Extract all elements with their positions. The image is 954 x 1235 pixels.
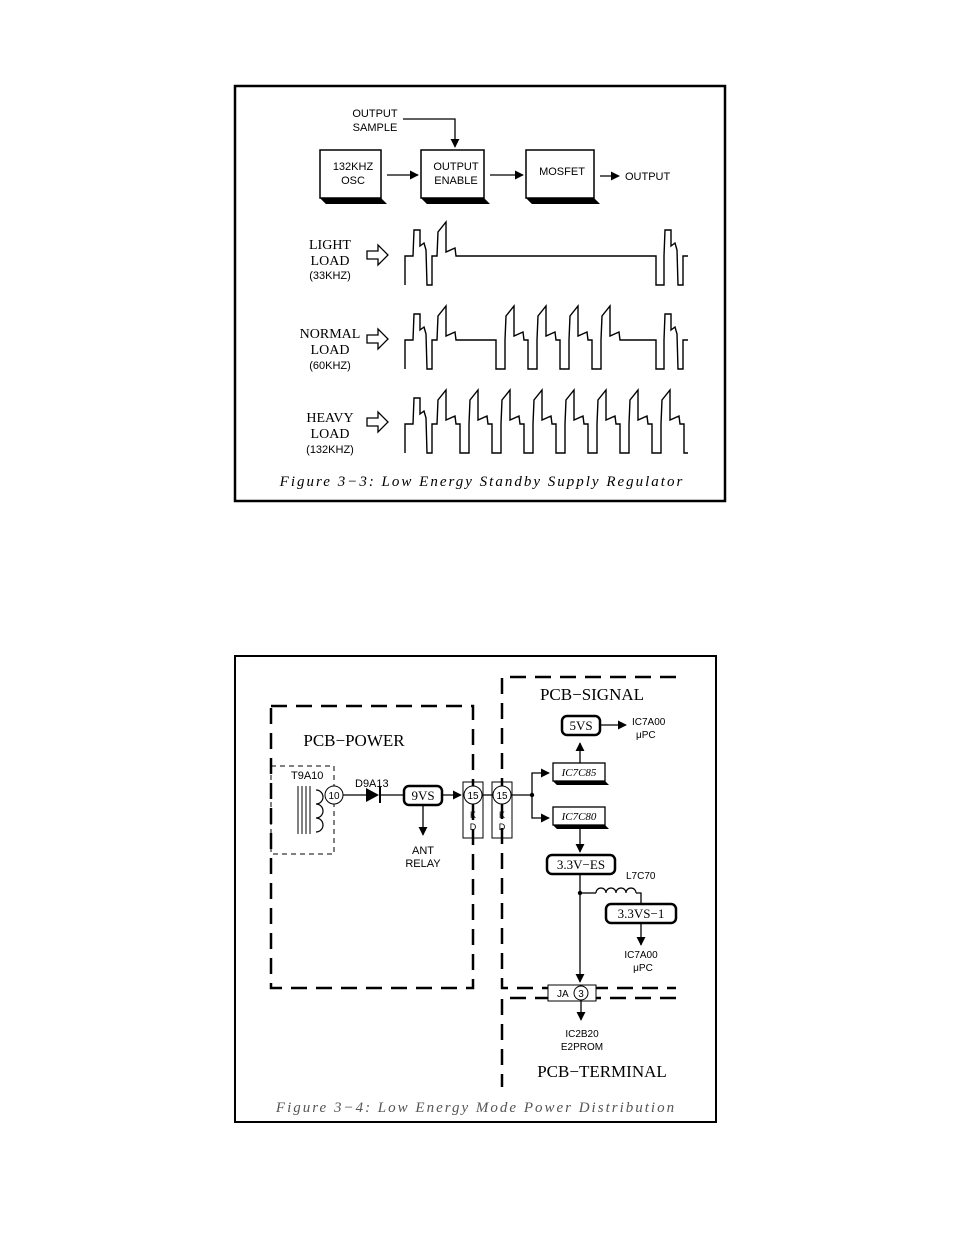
light-load-arrow-icon	[366, 243, 389, 267]
figure-3-3: OUTPUT SAMPLE 132KHZ OSC OUTPUT ENABLE M…	[233, 84, 727, 503]
ant-relay-label-2: RELAY	[405, 858, 441, 870]
figure-frame	[233, 84, 727, 503]
transformer-coil-icon	[315, 789, 324, 833]
ja-label: JA	[557, 989, 569, 1000]
ic7a00-top-label: IC7A00	[632, 717, 666, 728]
enable-label-2: ENABLE	[434, 175, 477, 187]
ic7a00-bottom-sub: μPC	[633, 963, 653, 974]
normal-load-label-2: LOAD	[311, 343, 350, 358]
connector-kd-1	[462, 781, 484, 839]
output-sample-label: OUTPUT	[352, 108, 398, 120]
pcb-terminal-region	[500, 996, 676, 1087]
e2prom-label: E2PROM	[561, 1042, 603, 1053]
ic7c80-block: IC7C80	[552, 806, 609, 829]
ant-relay-label: ANT	[412, 845, 434, 857]
pin-15b-circle	[492, 785, 512, 805]
wire-inductor-33vs1	[636, 892, 642, 903]
osc-block: 132KHZ OSC	[319, 149, 387, 204]
output-label: OUTPUT	[625, 171, 671, 183]
heavy-load-label-2: LOAD	[311, 427, 350, 442]
pcb-power-label: PCB−POWER	[303, 731, 405, 750]
figure-3-4: PCB−POWER PCB−SIGNAL PCB−TERMINAL T9A10 …	[234, 655, 717, 1123]
enable-label: OUTPUT	[433, 161, 479, 173]
normal-load-label: NORMAL	[300, 327, 361, 342]
output-sample-label-2: SAMPLE	[353, 122, 398, 134]
l7c70-label: L7C70	[626, 871, 656, 882]
ic7c85-block: IC7C85	[552, 762, 609, 785]
pin-15a-circle	[463, 785, 483, 805]
heavy-load-freq: (132KHZ)	[306, 444, 354, 456]
light-load-label: LIGHT	[309, 238, 351, 253]
kd1-d: D	[470, 822, 477, 832]
pin-15b-label: 15	[496, 791, 508, 802]
kd2-k: K	[499, 810, 505, 820]
kd2-d: D	[499, 822, 506, 832]
pcb-signal-region	[500, 675, 676, 990]
ic7c85-label: IC7C85	[561, 767, 597, 779]
normal-load-arrow-icon	[366, 327, 389, 351]
inductor-icon	[595, 887, 637, 894]
pin-10-label: 10	[328, 791, 340, 802]
pin-3-circle	[573, 985, 589, 1001]
sample-arrow	[403, 118, 460, 148]
osc-label: 132KHZ	[333, 161, 374, 173]
transformer-core-icon	[297, 786, 311, 834]
wire-to-ic7c85	[531, 768, 550, 795]
output-enable-block: OUTPUT ENABLE	[420, 149, 490, 204]
osc-label-2: OSC	[341, 175, 365, 187]
mosfet-block: MOSFET	[525, 149, 600, 204]
kd1-k: K	[470, 810, 476, 820]
heavy-load-arrow-icon	[366, 410, 389, 434]
3-3v-es-label: 3.3V−ES	[557, 857, 605, 872]
ic7a00-top-sub: μPC	[636, 730, 656, 741]
heavy-load-label: HEAVY	[306, 411, 353, 426]
ic2b20-label: IC2B20	[565, 1029, 599, 1040]
d9a13-label: D9A13	[355, 778, 389, 790]
9vs-label: 9VS	[411, 788, 434, 803]
pin-3-label: 3	[578, 989, 584, 1000]
normal-load-waveform	[404, 304, 688, 370]
5vs-label: 5VS	[569, 718, 592, 733]
figure-3-4-caption: Figure 3−4: Low Energy Mode Power Distri…	[275, 1100, 676, 1116]
pin-15a-label: 15	[467, 791, 479, 802]
t9a10-label: T9A10	[291, 770, 323, 782]
wire-to-ic7c80	[531, 795, 550, 823]
3-3v-es-box	[545, 853, 617, 876]
ja-connector	[547, 984, 597, 1002]
figure-3-3-caption: Figure 3−3: Low Energy Standby Supply Re…	[279, 474, 685, 490]
connector-kd-2	[491, 781, 513, 839]
light-load-freq: (33KHZ)	[309, 270, 351, 282]
heavy-load-waveform	[404, 388, 688, 454]
transformer-box	[270, 765, 335, 855]
light-load-waveform	[404, 220, 688, 286]
mosfet-label: MOSFET	[539, 166, 585, 178]
light-load-label-2: LOAD	[311, 254, 350, 269]
normal-load-freq: (60KHZ)	[309, 360, 351, 372]
ic7c80-label: IC7C80	[561, 811, 597, 823]
figure-frame-2	[234, 655, 717, 1123]
ic7a00-bottom-label: IC7A00	[624, 950, 658, 961]
pcb-signal-label: PCB−SIGNAL	[540, 685, 644, 704]
pcb-terminal-label: PCB−TERMINAL	[537, 1062, 667, 1081]
3-3vs-1-label: 3.3VS−1	[618, 906, 665, 921]
